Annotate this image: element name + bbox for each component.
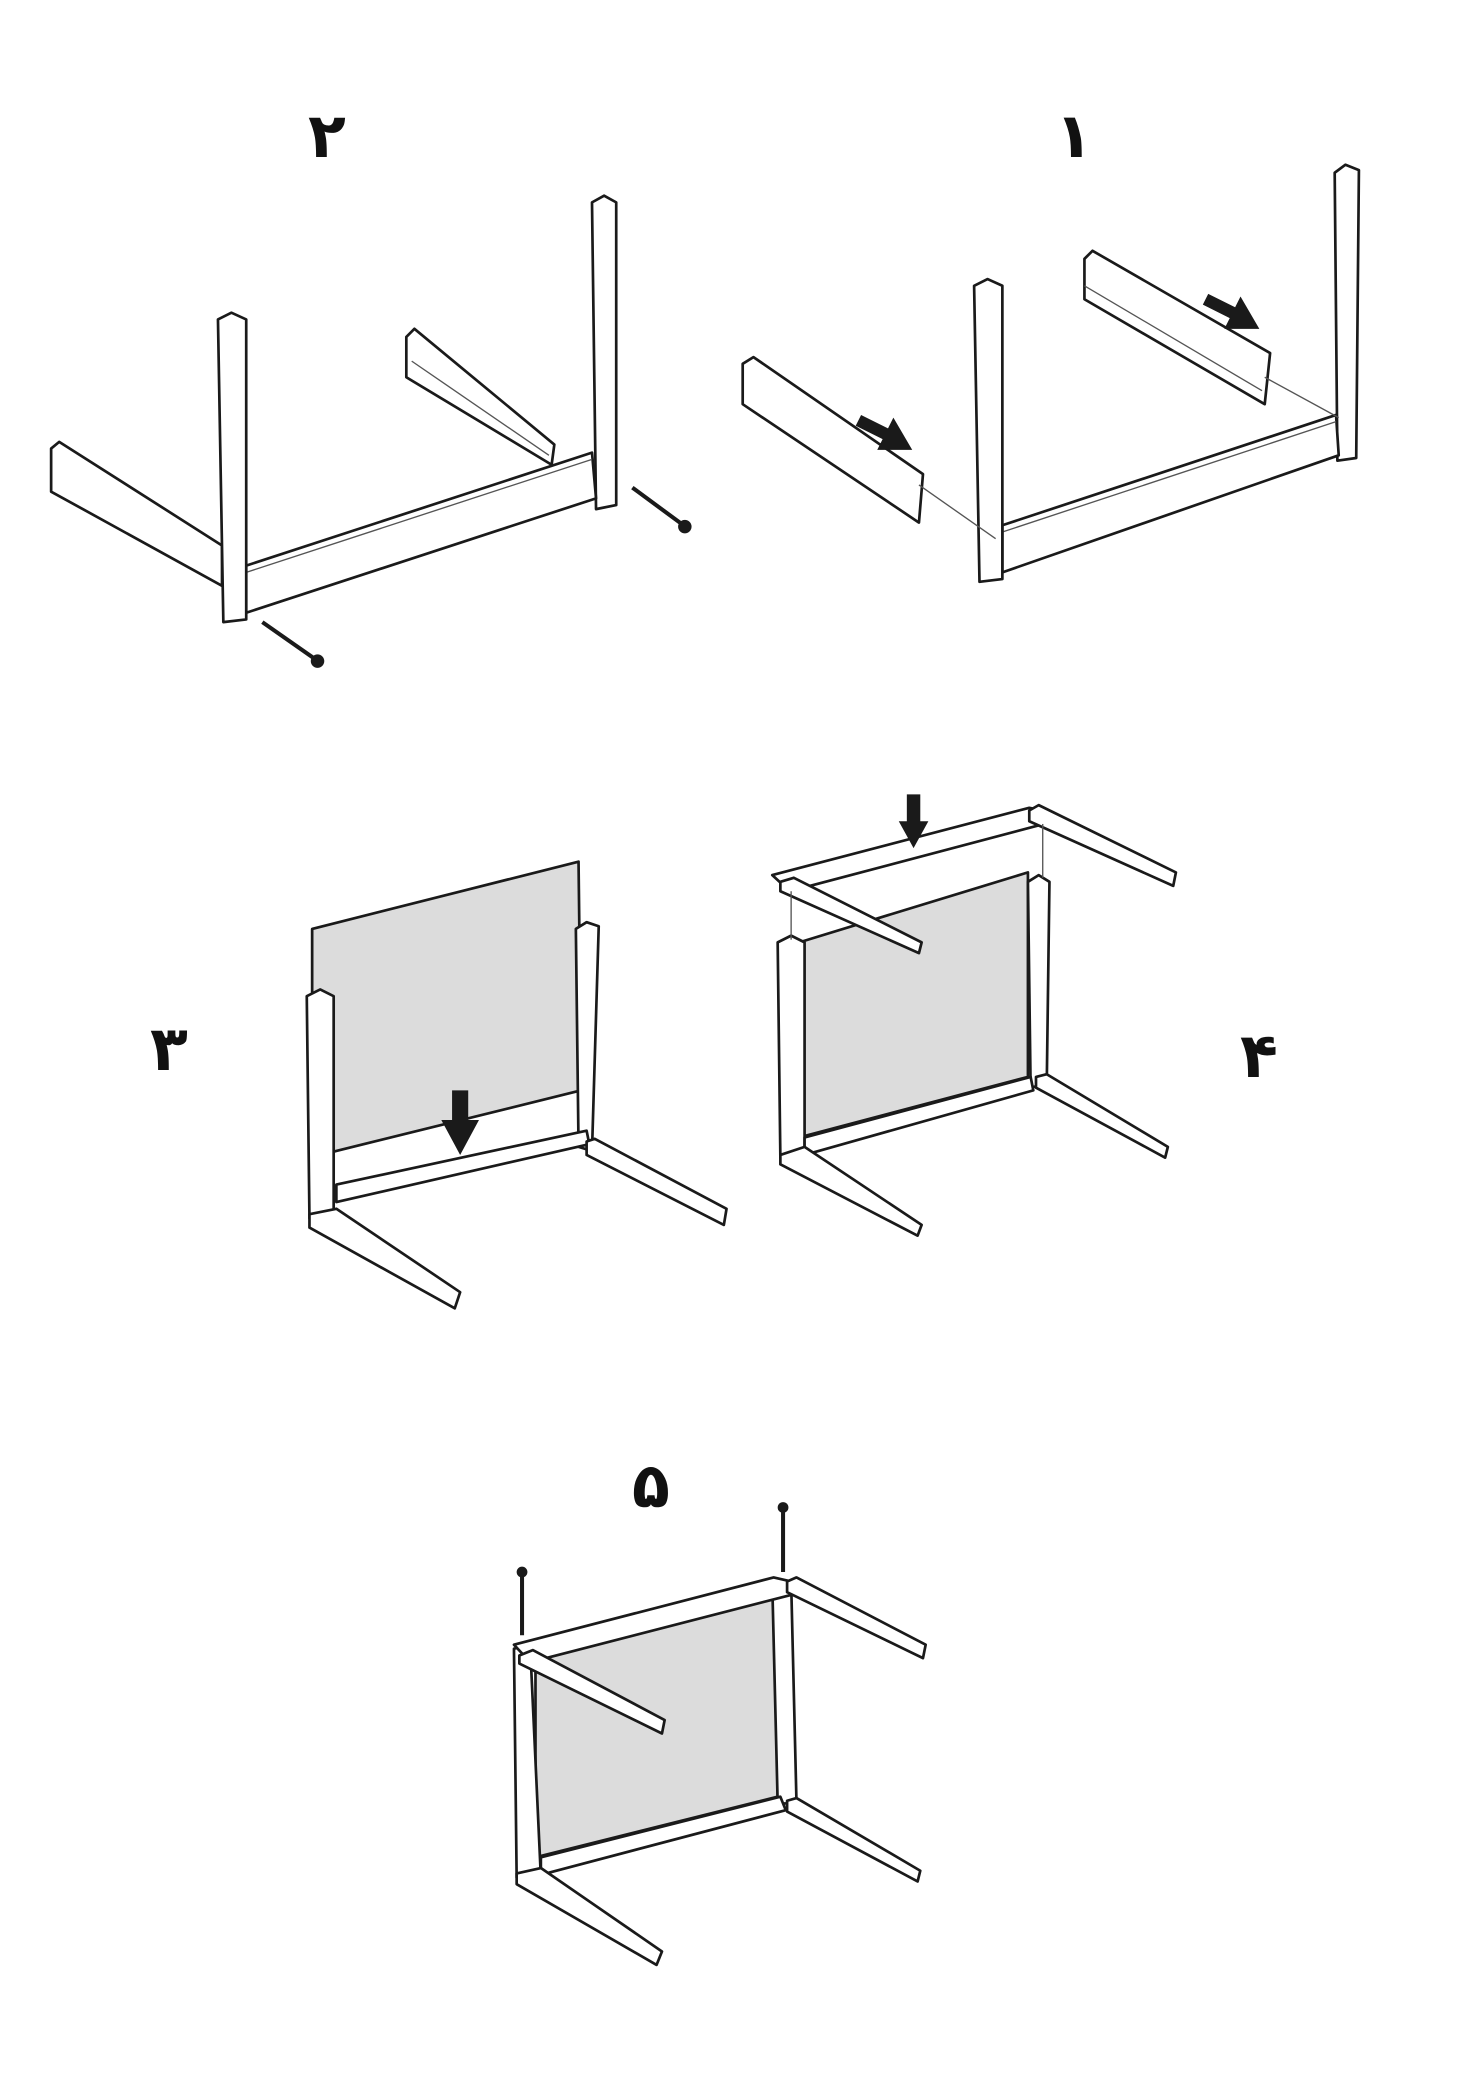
step-1-illustration (741, 163, 1361, 584)
side-rail (515, 1866, 664, 1967)
screw-icon (631, 485, 685, 527)
right-leg (574, 920, 601, 1153)
left-leg (972, 277, 1004, 584)
right-leg (590, 194, 618, 511)
screw-icon (261, 620, 318, 662)
left-leg (776, 934, 806, 1159)
side-rail (49, 440, 224, 588)
step-number-2: ۲ (308, 99, 346, 172)
step-number-1: ۱ (1055, 99, 1093, 172)
step-5-illustration (512, 1502, 928, 1967)
back-panel (310, 860, 583, 1159)
front-rail (1001, 413, 1341, 574)
step-number-5: ۵ (632, 1449, 670, 1522)
top-side-rail (1027, 803, 1178, 888)
left-leg (216, 311, 248, 624)
arrow-icon (441, 1090, 479, 1155)
side-rail (308, 1207, 462, 1310)
right-leg (1333, 163, 1361, 463)
step-number-4: ۴ (1240, 1019, 1278, 1092)
top-side-rail (779, 876, 923, 955)
back-rail (404, 327, 556, 467)
step-number-3: ۳ (150, 1012, 188, 1085)
side-rail (779, 1145, 923, 1238)
left-leg (305, 988, 336, 1220)
side-rail (785, 1796, 922, 1883)
side-rail (741, 355, 925, 524)
step-4-illustration (770, 794, 1178, 1238)
arrow-icon (855, 414, 913, 450)
top-side-rail (785, 1576, 928, 1660)
right-leg (770, 1580, 798, 1805)
right-leg (1026, 873, 1051, 1090)
side-rail (1034, 1072, 1170, 1159)
arrow-icon (898, 794, 929, 849)
top-side-rail (518, 1648, 666, 1735)
side-rail (585, 1137, 728, 1227)
front-rail (244, 451, 598, 615)
arrow-icon (1202, 293, 1260, 329)
step-3-illustration (305, 860, 728, 1310)
step-2-illustration (49, 194, 692, 668)
